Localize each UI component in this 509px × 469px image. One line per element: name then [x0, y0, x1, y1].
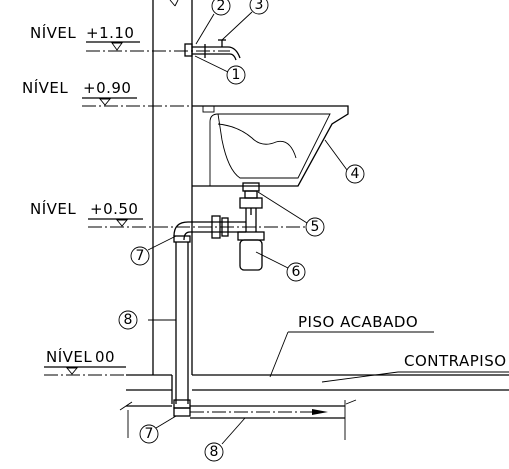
callout-number: 8	[124, 312, 133, 328]
floor-slab	[119, 374, 509, 440]
callout-number: 1	[232, 67, 241, 83]
valve-and-trap	[237, 182, 265, 271]
level-marker-090: NÍVEL +0.90	[22, 78, 205, 107]
washbasin	[192, 105, 349, 187]
level-word: NÍVEL	[22, 78, 68, 97]
level-value: +1.10	[86, 24, 134, 42]
callout-number: 3	[255, 0, 264, 13]
wall	[152, 0, 193, 375]
callout-2: 2	[211, 0, 231, 16]
callout-1: 1	[226, 65, 246, 85]
callout-number: 7	[145, 426, 154, 442]
callout-number: 2	[217, 0, 226, 14]
branch-pipe	[192, 215, 246, 239]
level-word: NÍVEL	[30, 199, 76, 218]
level-marker-110: NÍVEL +1.10	[30, 23, 230, 52]
level-value: +0.90	[83, 79, 131, 97]
callout-4: 4	[345, 164, 365, 184]
level-word: NÍVEL	[30, 23, 76, 42]
level-word: NÍVEL	[46, 347, 92, 366]
level-value: 00	[95, 348, 115, 366]
callout-number: 4	[351, 166, 360, 182]
level-value: +0.50	[90, 200, 138, 218]
callout-number: 5	[311, 219, 320, 235]
callout-number: 8	[210, 444, 219, 460]
finished-floor-text: PISO ACABADO	[298, 313, 418, 331]
callout-7-upper: 7	[130, 246, 150, 266]
callout-8-lower: 8	[204, 442, 224, 462]
level-marker-00: NÍVEL 00	[44, 347, 135, 376]
callout-number: 6	[292, 264, 301, 280]
callout-7-lower: 7	[139, 424, 159, 444]
subfloor-text: CONTRAPISO	[404, 352, 507, 370]
callout-8-upper: 8	[118, 310, 138, 330]
subfloor-label: CONTRAPISO	[321, 352, 509, 383]
callout-number: 7	[136, 248, 145, 264]
callout-leaders	[147, 11, 348, 445]
callout-3: 3	[249, 0, 269, 15]
level-marker-050: NÍVEL +0.50	[30, 199, 305, 228]
drain-pipe	[173, 221, 345, 419]
callout-5: 5	[305, 217, 325, 237]
callout-6: 6	[286, 262, 306, 282]
finished-floor-label: PISO ACABADO	[269, 313, 434, 378]
faucet	[184, 39, 241, 61]
